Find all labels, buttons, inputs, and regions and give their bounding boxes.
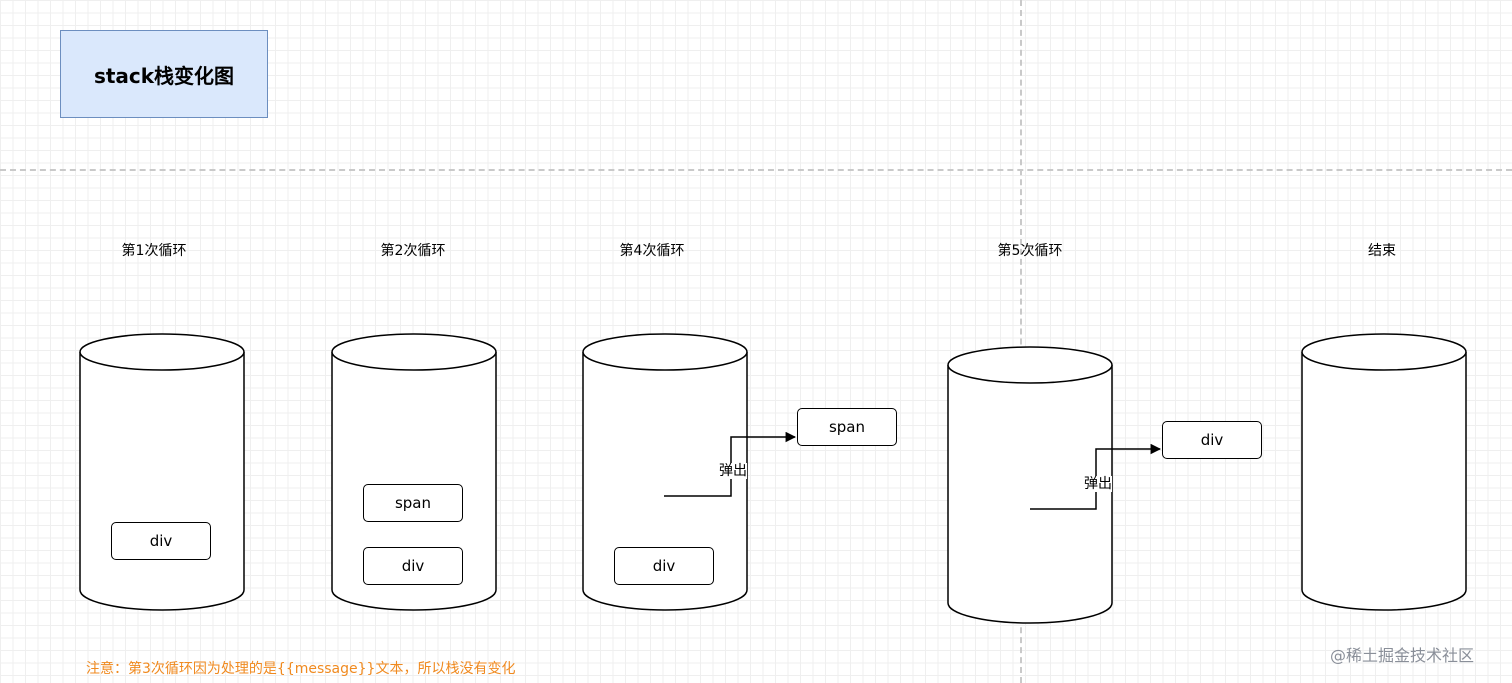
stack-cylinder-end[interactable] xyxy=(1300,332,1468,612)
stack-cylinder-2[interactable] xyxy=(330,332,498,612)
pop-label-loop-4: 弹出 xyxy=(719,463,747,479)
stack-cylinder-4[interactable] xyxy=(581,332,749,612)
watermark: @稀土掘金技术社区 xyxy=(1330,646,1475,665)
label-loop-2: 第2次循环 xyxy=(380,243,446,259)
popped-item-span[interactable]: span xyxy=(797,408,897,446)
label-loop-5: 第5次循环 xyxy=(997,243,1063,259)
label-end: 结束 xyxy=(1368,243,1396,259)
stack-item-span[interactable]: span xyxy=(363,484,463,522)
stack-item-div[interactable]: div xyxy=(111,522,211,560)
diagram-title[interactable]: stack栈变化图 xyxy=(60,30,268,118)
label-loop-4: 第4次循环 xyxy=(619,243,685,259)
stack-item-div[interactable]: div xyxy=(614,547,714,585)
stack-cylinder-5[interactable] xyxy=(946,345,1114,625)
label-loop-1: 第1次循环 xyxy=(121,243,187,259)
dashed-guide-vertical xyxy=(1020,0,1022,683)
dashed-guide-horizontal xyxy=(0,169,1512,171)
pop-label-loop-5: 弹出 xyxy=(1084,476,1112,492)
note-text: 注意：第3次循环因为处理的是{{message}}文本，所以栈没有变化 xyxy=(86,661,516,677)
stack-item-div[interactable]: div xyxy=(363,547,463,585)
popped-item-div[interactable]: div xyxy=(1162,421,1262,459)
